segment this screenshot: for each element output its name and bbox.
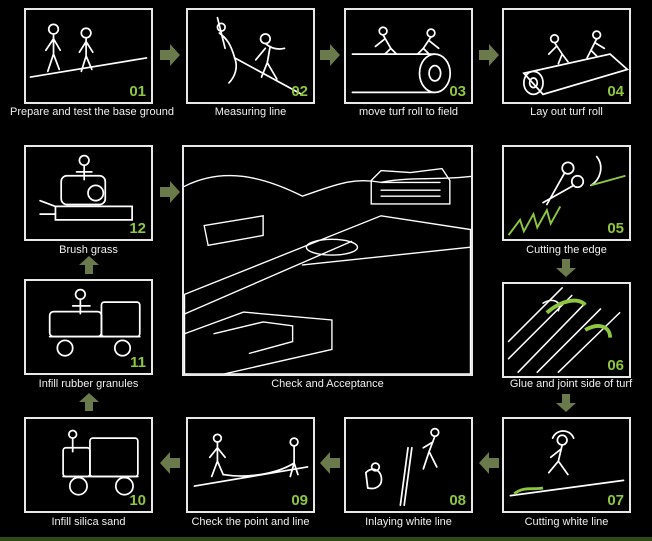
step-04-panel: 04 [502,8,631,104]
rubber-infill-machine-icon [48,288,141,357]
step-03-caption: move turf roll to field [358,106,459,118]
arrow-right-icon [160,44,180,66]
step-number: 05 [607,220,624,237]
arrow-up-icon [79,393,99,411]
step-01-panel: 01 [24,8,153,104]
arrow-right-icon [160,181,180,203]
step-07-panel: 07 [502,417,631,513]
step-05-panel: 05 [502,145,631,241]
step-01-caption: Prepare and test the base ground [10,106,174,118]
stadium-icon [184,167,471,374]
step-number: 09 [291,492,308,509]
step-number: 02 [291,83,308,100]
step-12-caption: Brush grass [59,244,118,256]
step-11-panel: 11 [24,279,153,375]
center-panel [182,145,473,376]
turf-roll-icon [351,26,452,94]
step-number: 11 [130,354,146,371]
arrow-down-icon [556,259,576,277]
step-09-panel: 09 [186,417,315,513]
walking-people-icon [29,23,148,78]
step-06-caption: Glue and joint side of turf [509,378,633,390]
step-05-caption: Cutting the edge [526,244,607,256]
bottom-bar [0,537,652,541]
step-number: 03 [449,83,466,100]
arrow-right-icon [479,44,499,66]
arrow-right-icon [320,44,340,66]
step-07-caption: Cutting white line [524,516,609,528]
step-02-caption: Measuring line [214,106,287,118]
center-caption: Check and Acceptance [271,378,384,390]
arrow-up-icon [79,256,99,274]
step-10-panel: 10 [24,417,153,513]
scissors-icon [507,155,626,236]
step-number: 01 [129,83,146,100]
step-12-panel: 12 [24,145,153,241]
step-number: 07 [607,492,624,509]
arrow-left-icon [479,452,499,474]
step-10-caption: Infill silica sand [51,516,126,528]
inlay-line-worker-icon [364,427,440,507]
step-11-caption: Infill rubber granules [38,378,139,390]
step-number: 08 [449,492,466,509]
glue-joint-icon [507,287,621,373]
sand-infill-truck-icon [62,429,139,496]
check-line-people-icon [193,433,309,487]
step-number: 06 [607,357,624,374]
step-02-panel: 02 [186,8,315,104]
brush-machine-icon [39,154,133,221]
step-03-panel: 03 [344,8,473,104]
step-08-panel: 08 [344,417,473,513]
lay-out-roll-icon [522,30,629,96]
measuring-worker-icon [216,16,303,96]
arrow-left-icon [160,452,180,474]
step-number: 12 [129,220,146,237]
step-04-caption: Lay out turf roll [530,106,603,118]
cutting-white-line-icon [509,430,625,497]
step-number: 10 [129,492,146,509]
step-number: 04 [607,83,624,100]
step-06-panel: 06 [502,282,631,378]
arrow-left-icon [320,452,340,474]
step-09-caption: Check the point and line [191,516,310,528]
step-08-caption: Inlaying white line [365,516,452,528]
arrow-down-icon [556,394,576,412]
